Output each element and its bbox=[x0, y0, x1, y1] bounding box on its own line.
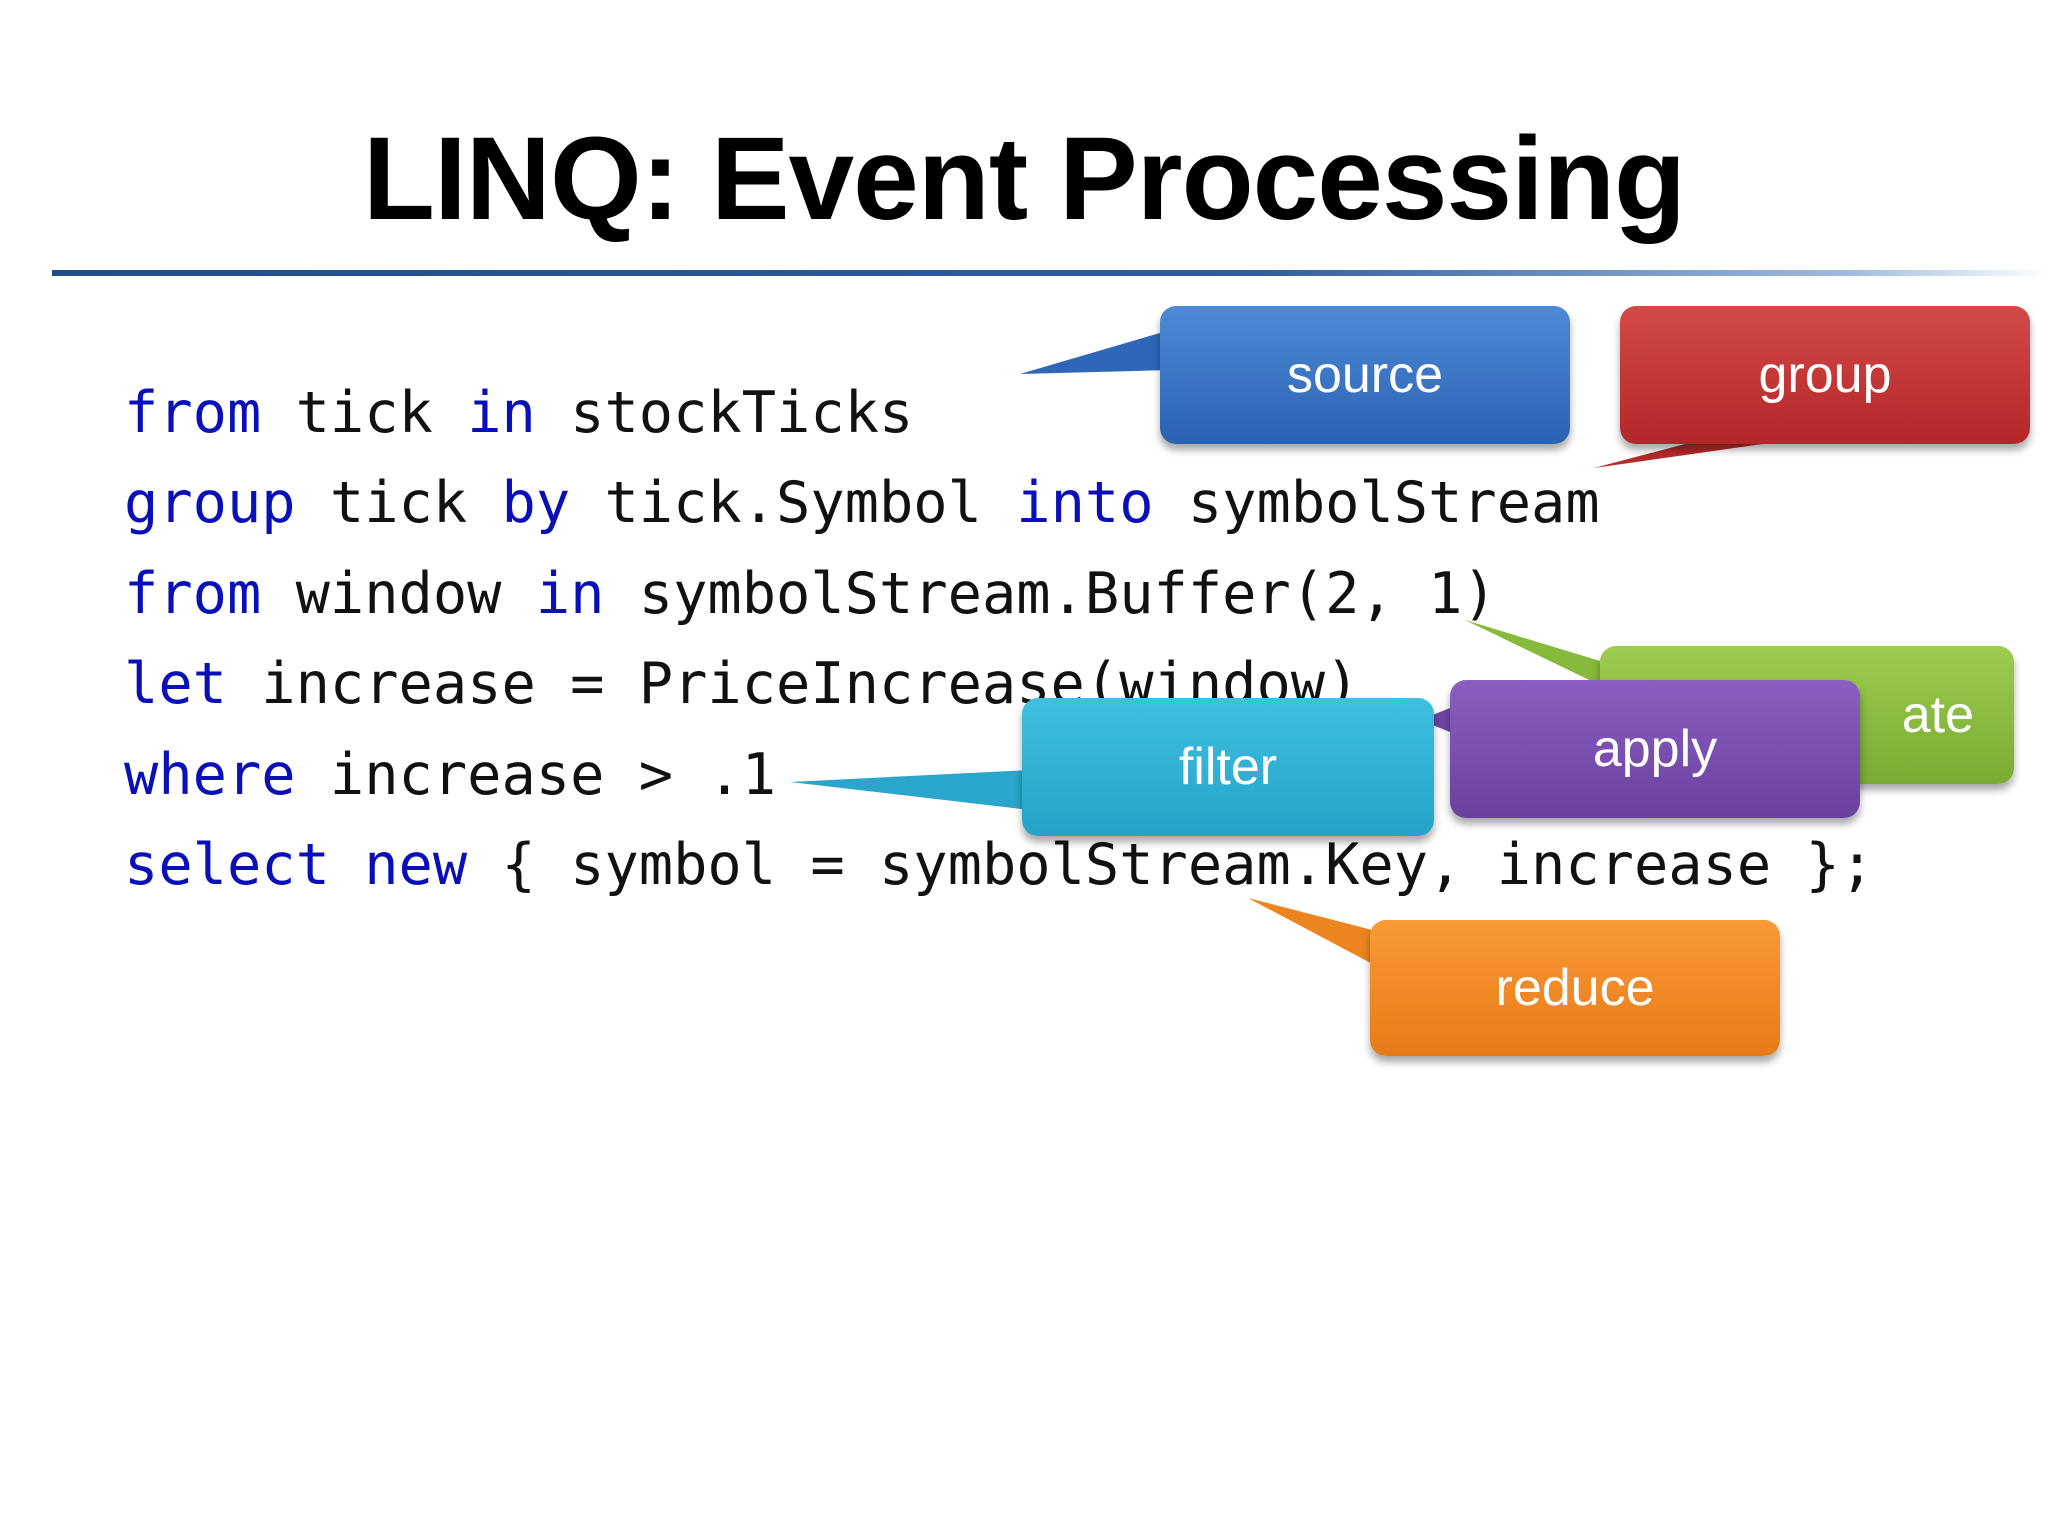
code-keyword: select bbox=[124, 831, 330, 898]
code-keyword: in bbox=[467, 380, 536, 446]
code-text: tick.Symbol bbox=[570, 470, 1017, 537]
code-keyword: from bbox=[124, 560, 262, 627]
filter-callout-label: filter bbox=[1178, 738, 1278, 796]
source-callout-label: source bbox=[1286, 346, 1444, 404]
code-text: symbolStream bbox=[1153, 470, 1600, 537]
code-keyword: group bbox=[124, 470, 296, 537]
code-line: from tick in stockTicks bbox=[124, 368, 1874, 458]
reduce-callout-label: reduce bbox=[1495, 959, 1655, 1017]
group-callout[interactable]: group bbox=[1620, 306, 2030, 444]
aggregate-callout-label: ate bbox=[1901, 686, 1974, 744]
code-text bbox=[330, 832, 364, 898]
code-keyword: where bbox=[124, 741, 296, 808]
code-keyword: new bbox=[364, 831, 468, 898]
code-line: select new { symbol = symbolStream.Key, … bbox=[124, 820, 1874, 910]
code-keyword: let bbox=[124, 651, 227, 718]
group-callout-label: group bbox=[1758, 346, 1892, 404]
code-keyword: in bbox=[535, 560, 605, 627]
code-text: symbolStream.Buffer(2, 1) bbox=[604, 560, 1497, 627]
code-keyword: from bbox=[124, 380, 262, 446]
code-line: from window in symbolStream.Buffer(2, 1) bbox=[124, 549, 1874, 639]
filter-callout[interactable]: filter bbox=[1022, 698, 1434, 836]
slide-title: LINQ: Event Processing bbox=[362, 113, 1686, 245]
title-underline bbox=[52, 270, 2048, 276]
code-text: window bbox=[261, 560, 536, 627]
code-line: group tick by tick.Symbol into symbolStr… bbox=[124, 458, 1874, 548]
code-keyword: by bbox=[501, 470, 571, 537]
code-keyword: into bbox=[1016, 470, 1154, 537]
code-text: stockTicks bbox=[535, 380, 914, 446]
code-text: tick bbox=[261, 380, 468, 446]
code-line: where increase > .1 bbox=[124, 730, 1874, 820]
code-text: tick bbox=[295, 470, 502, 537]
apply-callout[interactable]: apply bbox=[1450, 680, 1860, 818]
apply-callout-label: apply bbox=[1592, 720, 1718, 778]
code-text: increase > .1 bbox=[295, 741, 777, 808]
source-callout[interactable]: source bbox=[1160, 306, 1570, 444]
code-text: { symbol = symbolStream.Key, increase }; bbox=[467, 831, 1875, 898]
reduce-callout[interactable]: reduce bbox=[1370, 920, 1780, 1056]
